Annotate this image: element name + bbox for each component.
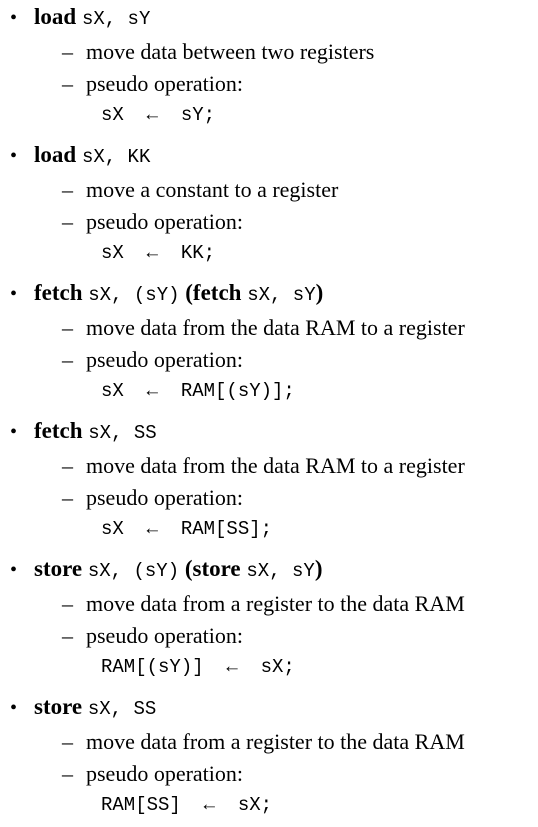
alt-instruction-keyword: store — [192, 556, 241, 581]
instruction-keyword: fetch — [34, 418, 83, 443]
pseudo-operation-label: –pseudo operation: — [62, 345, 243, 375]
instruction-keyword: store — [34, 694, 83, 719]
description-text: move data from the data RAM to a registe… — [86, 315, 465, 340]
pseudo-label-text: pseudo operation: — [86, 623, 244, 648]
alt-instruction-operands: sX, sY — [247, 284, 316, 306]
bullet-icon: • — [10, 421, 18, 443]
dash-icon: – — [62, 591, 73, 616]
alt-form-close-paren: ) — [315, 280, 324, 305]
pseudo-operation-label: –pseudo operation: — [62, 621, 243, 651]
pseudo-label-text: pseudo operation: — [86, 347, 244, 372]
dash-icon: – — [62, 761, 73, 786]
description-text: move a constant to a register — [86, 177, 339, 202]
pseudo-label-text: pseudo operation: — [86, 485, 244, 510]
pseudo-operation-label: –pseudo operation: — [62, 69, 243, 99]
instruction-keyword: load — [34, 142, 77, 167]
instruction-item: •fetch sX, (sY) (fetch sX, sY) –move dat… — [0, 277, 538, 413]
dash-icon: – — [62, 485, 73, 510]
instruction-operands: sX, SS — [88, 422, 157, 444]
instruction-description: –move data from a register to the data R… — [62, 727, 465, 757]
description-text: move data from a register to the data RA… — [86, 729, 465, 754]
instruction-description: –move data from the data RAM to a regist… — [62, 451, 465, 481]
instruction-description: –move data from the data RAM to a regist… — [62, 313, 465, 343]
instruction-description: –move data between two registers — [62, 37, 374, 67]
instruction-heading: •store sX, (sY) (store sX, sY) — [10, 553, 322, 585]
alt-form-open-paren: ( — [184, 556, 193, 581]
bullet-icon: • — [10, 697, 18, 719]
dash-icon: – — [62, 453, 73, 478]
dash-icon: – — [62, 39, 73, 64]
instruction-description: –move data from a register to the data R… — [62, 589, 465, 619]
instruction-item: • load sX, KK –move a constant to a regis… — [0, 139, 538, 275]
dash-icon: – — [62, 347, 73, 372]
instruction-heading: • load sX, KK — [10, 139, 150, 171]
alt-instruction-operands: sX, sY — [246, 560, 315, 582]
description-text: move data from the data RAM to a registe… — [86, 453, 465, 478]
alt-instruction-keyword: fetch — [192, 280, 242, 305]
dash-icon: – — [62, 315, 73, 340]
dash-icon: – — [62, 209, 73, 234]
dash-icon: – — [62, 729, 73, 754]
instruction-item: • fetch sX, SS –move data from the data R… — [0, 415, 538, 551]
instruction-item: • store sX, SS –move data from a register… — [0, 691, 538, 827]
pseudo-label-text: pseudo operation: — [86, 209, 244, 234]
pseudo-operation-label: –pseudo operation: — [62, 483, 243, 513]
dash-icon: – — [62, 71, 73, 96]
pseudo-code: sX ← sY; — [101, 104, 216, 126]
pseudo-label-text: pseudo operation: — [86, 71, 244, 96]
pseudo-operation-label: –pseudo operation: — [62, 759, 243, 789]
instruction-operands: sX, KK — [81, 146, 151, 168]
pseudo-code: sX ← KK; — [101, 242, 216, 264]
instruction-heading: •fetch sX, (sY) (fetch sX, sY) — [10, 277, 323, 309]
pseudo-code: RAM[SS] ← sX; — [101, 794, 273, 816]
description-text: move data from a register to the data RA… — [86, 591, 465, 616]
instruction-heading: • store sX, SS — [10, 691, 156, 723]
pseudo-code: sX ← RAM[SS]; — [101, 518, 273, 540]
instruction-operands: sX, (sY) — [87, 560, 180, 582]
instruction-item: •store sX, (sY) (store sX, sY) –move dat… — [0, 553, 538, 689]
alt-form-close-paren: ) — [314, 556, 323, 581]
pseudo-label-text: pseudo operation: — [86, 761, 244, 786]
instruction-heading: • fetch sX, SS — [10, 415, 157, 447]
instruction-keyword: load — [34, 4, 77, 29]
instruction-operands: sX, (sY) — [88, 284, 180, 306]
dash-icon: – — [62, 623, 73, 648]
instruction-operands: sX, SS — [87, 698, 157, 720]
instruction-description: –move a constant to a register — [62, 175, 338, 205]
bullet-icon: • — [10, 283, 18, 305]
instruction-item: • load sX, sY –move data between two regi… — [0, 1, 538, 137]
description-text: move data between two registers — [86, 39, 375, 64]
bullet-icon: • — [10, 559, 18, 581]
instruction-keyword: store — [34, 556, 83, 581]
instruction-operands: sX, sY — [81, 8, 151, 30]
dash-icon: – — [62, 177, 73, 202]
pseudo-operation-label: –pseudo operation: — [62, 207, 243, 237]
alt-form-open-paren: ( — [185, 280, 193, 305]
bullet-icon: • — [10, 145, 18, 167]
instruction-keyword: fetch — [34, 280, 83, 305]
pseudo-code: RAM[(sY)] ← sX; — [101, 656, 295, 678]
bullet-icon: • — [10, 7, 18, 29]
instruction-heading: • load sX, sY — [10, 1, 150, 33]
pseudo-code: sX ← RAM[(sY)]; — [101, 380, 295, 402]
